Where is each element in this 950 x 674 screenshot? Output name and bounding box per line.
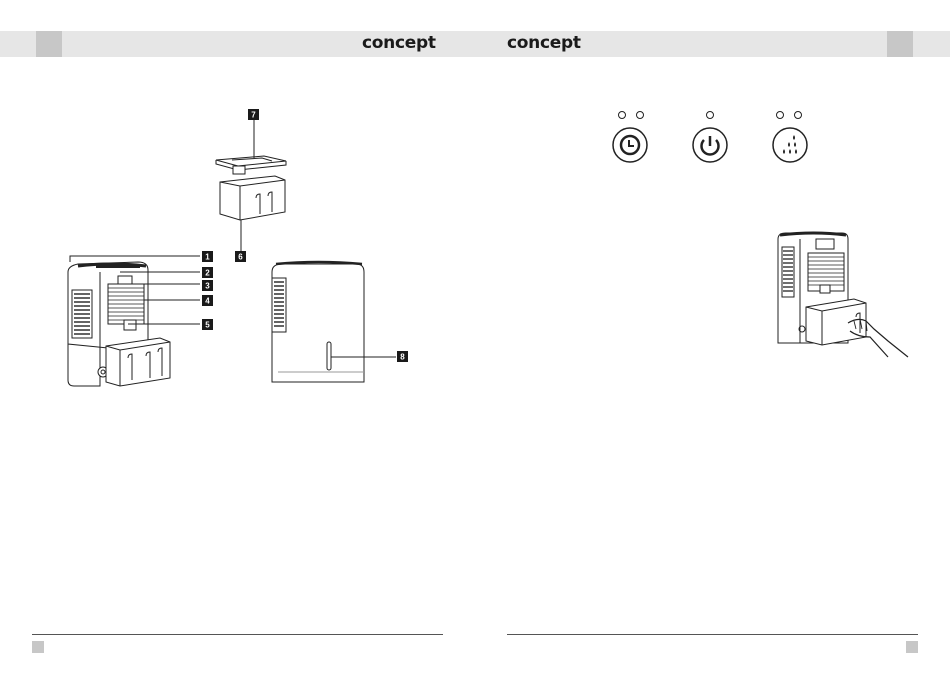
power-icon <box>702 136 719 155</box>
callout-label-7: 7 <box>251 111 256 120</box>
callout-label-4: 4 <box>205 297 210 306</box>
brand-logo-right: concept <box>507 33 581 53</box>
humidity-led-2 <box>795 112 802 119</box>
callout-label-2: 2 <box>205 269 210 278</box>
callout-1: 1 <box>202 251 213 262</box>
tank-removal-illustration <box>770 225 915 375</box>
callout-label-6: 6 <box>238 253 243 262</box>
humidity-led-1 <box>777 112 784 119</box>
page-marker-left <box>32 641 44 653</box>
callout-label-5: 5 <box>205 321 210 330</box>
footer-rule-right <box>507 634 918 635</box>
top-cover-part <box>216 156 286 174</box>
callout-label-3: 3 <box>205 282 210 291</box>
callout-2: 2 <box>202 267 213 278</box>
callout-label-8: 8 <box>400 353 405 362</box>
callout-6: 6 <box>235 251 246 262</box>
timer-button[interactable] <box>613 112 647 163</box>
power-button[interactable] <box>693 112 727 163</box>
callout-7: 7 <box>248 109 259 120</box>
product-diagram: 7 6 1 2 3 4 5 8 <box>0 0 475 420</box>
timer-led-2 <box>637 112 644 119</box>
footer-rule-left <box>32 634 443 635</box>
clock-icon <box>621 136 639 154</box>
callout-3: 3 <box>202 280 213 291</box>
droplets-icon <box>783 135 797 154</box>
page-marker-right <box>906 641 918 653</box>
callout-label-1: 1 <box>205 253 210 262</box>
timer-led-1 <box>619 112 626 119</box>
control-panel <box>600 105 830 170</box>
power-led <box>707 112 714 119</box>
humidity-button[interactable] <box>773 112 807 163</box>
page-tab-right <box>887 31 913 57</box>
callout-5: 5 <box>202 319 213 330</box>
water-tank-part <box>220 176 285 220</box>
callout-4: 4 <box>202 295 213 306</box>
dehumidifier-front-unit <box>272 262 396 382</box>
callout-8: 8 <box>397 351 408 362</box>
